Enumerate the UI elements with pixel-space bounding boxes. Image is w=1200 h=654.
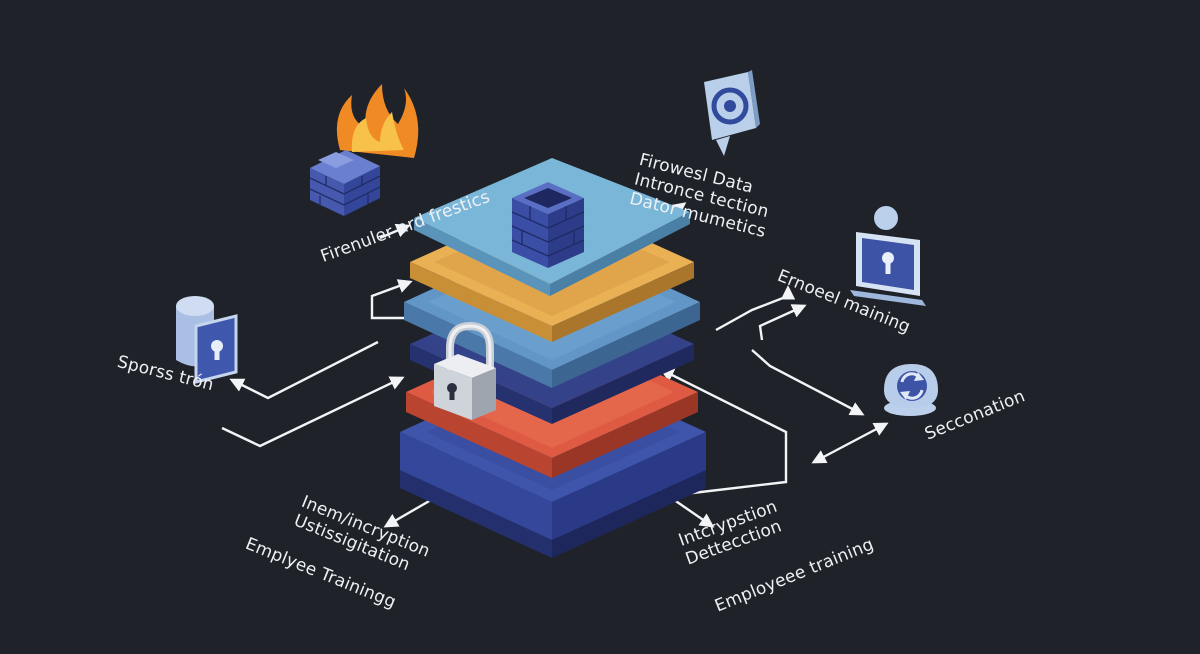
- sync-badge-icon: [884, 364, 938, 416]
- user-laptop-lock-icon: [850, 206, 926, 306]
- arrow-secconation-double: [811, 422, 889, 464]
- layer-stack: [400, 158, 706, 558]
- padlock-icon: [434, 321, 496, 420]
- arrow-email-training: [715, 285, 796, 332]
- database-lock-icon: [176, 296, 238, 384]
- arrow-left-lower: [221, 376, 405, 448]
- target-sign-icon: [704, 70, 760, 156]
- arrow-detection-loop: [659, 368, 788, 496]
- firewall-flame-icon: [309, 84, 419, 216]
- arrow-secconation: [751, 349, 865, 416]
- arrow-email-return: [758, 304, 807, 341]
- arrow-left-spass: [229, 340, 379, 400]
- brick-tower-icon: [511, 182, 585, 268]
- arrow-firewall: [379, 223, 411, 240]
- arrow-left-upper: [370, 279, 413, 320]
